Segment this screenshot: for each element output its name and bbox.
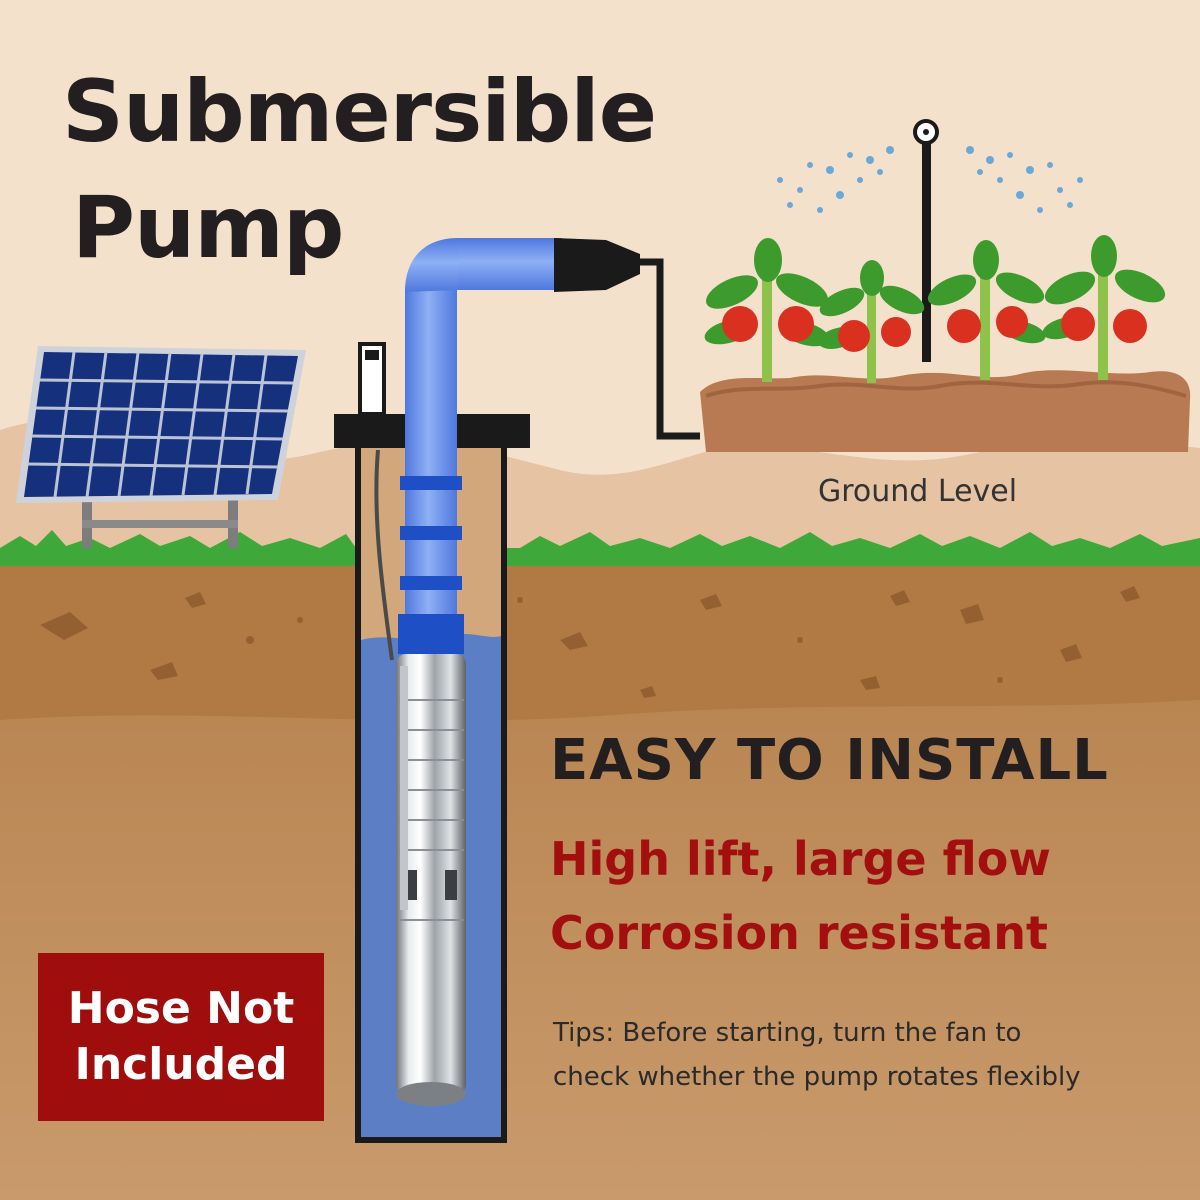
submersible-pump-icon [396,654,466,1106]
solar-panel-icon [16,346,306,548]
tomato-plant-icon [818,260,925,383]
garden-bed-top [705,380,1187,398]
outlet-pipe [398,238,640,654]
title-line-1: Submersible [62,62,657,162]
soil-pebbles [40,586,1140,698]
badge-line-2: Included [74,1039,288,1090]
feature-line-1: High lift, large flow [550,832,1051,886]
badge-line-1: Hose Not [67,983,295,1034]
garden-bed [700,370,1191,452]
soil-band [0,560,1200,721]
background-hills [0,420,1200,560]
feature-line-2: Corrosion resistant [550,906,1049,960]
tomato-plant-icon [927,240,1046,380]
ground-level-label: Ground Level [818,474,1018,509]
garden-hose [636,258,700,440]
tips-line-2: check whether the pump rotates flexibly [553,1062,1081,1092]
tomato-plant-icon [1042,235,1166,380]
water-spray [777,146,1083,213]
tips-line-1: Tips: Before starting, turn the fan to [553,1018,1022,1048]
tomato-plant-icon [704,238,830,382]
sprinkler-icon [913,119,939,362]
grass-line [0,530,1200,566]
hose-not-included-badge: Hose Not Included [38,953,324,1121]
title-line-2: Pump [72,178,344,278]
control-box [358,342,394,661]
headline: EASY TO INSTALL [550,728,1109,793]
